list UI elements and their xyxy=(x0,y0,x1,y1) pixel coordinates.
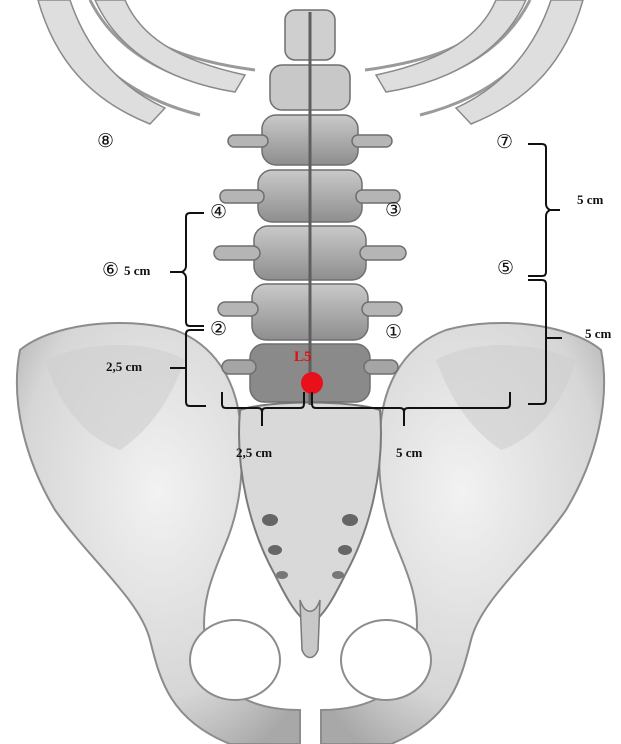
marker-4: ④ xyxy=(210,203,227,222)
dimension-right-upper: 5 cm xyxy=(577,193,603,206)
dimension-bottom-left: 2,5 cm xyxy=(236,446,272,459)
bracket-right-upper xyxy=(528,144,560,276)
marker-7: ⑦ xyxy=(496,133,513,152)
dimension-left-upper: 5 cm xyxy=(124,264,150,277)
l5-label: L5 xyxy=(294,350,312,365)
sacrum xyxy=(239,403,381,658)
l5-point xyxy=(301,372,323,394)
dimension-bottom-right: 5 cm xyxy=(396,446,422,459)
marker-8: ⑧ xyxy=(97,132,114,151)
bracket-left-upper xyxy=(170,213,204,326)
marker-2: ② xyxy=(210,320,227,339)
marker-6: ⑥ xyxy=(102,261,119,280)
dimension-left-lower: 2,5 cm xyxy=(106,360,142,373)
dimension-right-lower: 5 cm xyxy=(585,327,611,340)
marker-1: ① xyxy=(385,323,402,342)
marker-3: ③ xyxy=(385,201,402,220)
marker-5: ⑤ xyxy=(497,259,514,278)
